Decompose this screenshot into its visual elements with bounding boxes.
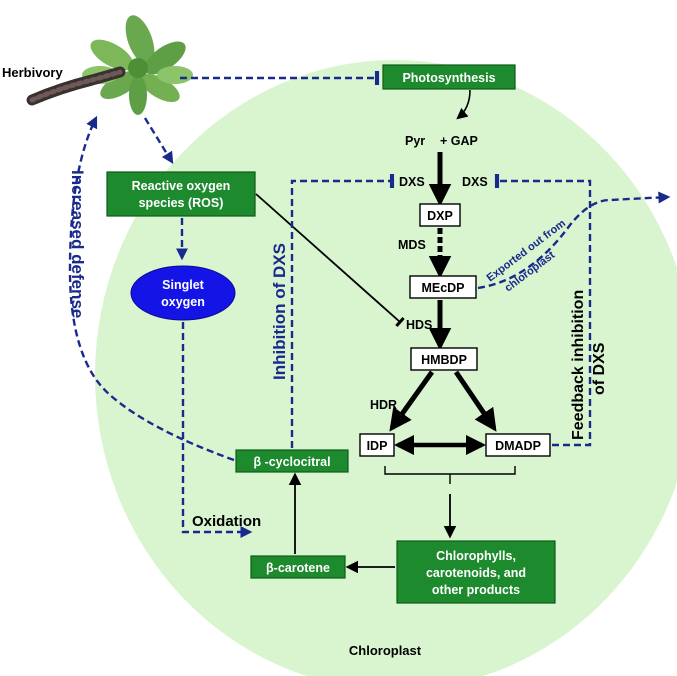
dxp-node: DXP <box>419 203 461 227</box>
singlet-oxygen-label-line1: Singlet <box>162 278 205 292</box>
hmbdp-to-idp-edge <box>389 370 435 432</box>
photosynthesis-to-substrate-edge <box>456 89 471 120</box>
herbivory-label: Herbivory <box>2 65 63 80</box>
ros-inhibits-hds-edge <box>255 193 405 328</box>
oxidation-label: Oxidation <box>192 513 261 530</box>
dxp-label: DXP <box>427 209 453 223</box>
hmbdp-to-dmadp-edge <box>453 370 497 432</box>
idp-label: IDP <box>367 439 388 453</box>
products-node: Chlorophylls, carotenoids, and other pro… <box>396 540 556 604</box>
feedback-inhibition-label-line1: Feedback inhibition <box>570 290 587 440</box>
increased-defense-label: Increased defense <box>68 170 87 318</box>
idp-node: IDP <box>359 433 395 457</box>
ros-node: Reactive oxygen species (ROS) <box>106 171 256 217</box>
herbivory-plant-icon <box>82 15 193 115</box>
photosynthesis-label: Photosynthesis <box>402 71 495 85</box>
caterpillar-icon <box>26 66 126 106</box>
chloroplast-label: Chloroplast <box>349 643 422 658</box>
precursor-bracket <box>384 466 516 484</box>
hmbdp-node: HMBDP <box>410 347 478 371</box>
singlet-oxygen-oxidation-edge <box>181 322 253 538</box>
mds-label: MDS <box>398 238 426 252</box>
feedback-inhibition-label-line2: of DXS <box>591 342 608 395</box>
dxs-right-label: DXS <box>462 175 488 189</box>
beta-carotene-node: β-carotene <box>250 555 346 579</box>
singlet-oxygen-node: Singlet oxygen <box>130 265 236 321</box>
hdr-label: HDR <box>370 398 397 412</box>
mecdp-export-edge <box>477 191 671 290</box>
increased-defense-edge <box>68 115 235 462</box>
dxs-left-label: DXS <box>399 175 425 189</box>
products-label-line1: Chlorophylls, <box>436 549 516 563</box>
pyr-label: Pyr <box>405 134 425 148</box>
beta-cyclocitral-node: β -cyclocitral <box>235 449 349 473</box>
photosynthesis-node: Photosynthesis <box>382 64 516 90</box>
mecdp-node: MEcDP <box>409 275 477 299</box>
ros-label-line1: Reactive oxygen <box>132 179 231 193</box>
beta-cyclocitral-label: β -cyclocitral <box>253 455 330 469</box>
dmadp-label: DMADP <box>495 439 541 453</box>
products-label-line3: other products <box>432 583 520 597</box>
products-label-line2: carotenoids, and <box>426 566 526 580</box>
cyclocitral-inhibits-dxs-edge <box>290 173 395 448</box>
herbivory-to-ros-edge <box>143 117 174 165</box>
dmadp-node: DMADP <box>485 433 551 457</box>
mecdp-label: MEcDP <box>421 281 464 295</box>
dmadp-feedback-inhibition-edge <box>494 173 592 447</box>
inhibition-of-dxs-label: Inhibition of DXS <box>270 243 289 380</box>
hds-label: HDS <box>406 318 432 332</box>
ros-label-line2: species (ROS) <box>139 196 224 210</box>
gap-label: + GAP <box>440 134 478 148</box>
hmbdp-label: HMBDP <box>421 353 467 367</box>
beta-carotene-label: β-carotene <box>266 561 330 575</box>
singlet-oxygen-label-line2: oxygen <box>161 295 205 309</box>
